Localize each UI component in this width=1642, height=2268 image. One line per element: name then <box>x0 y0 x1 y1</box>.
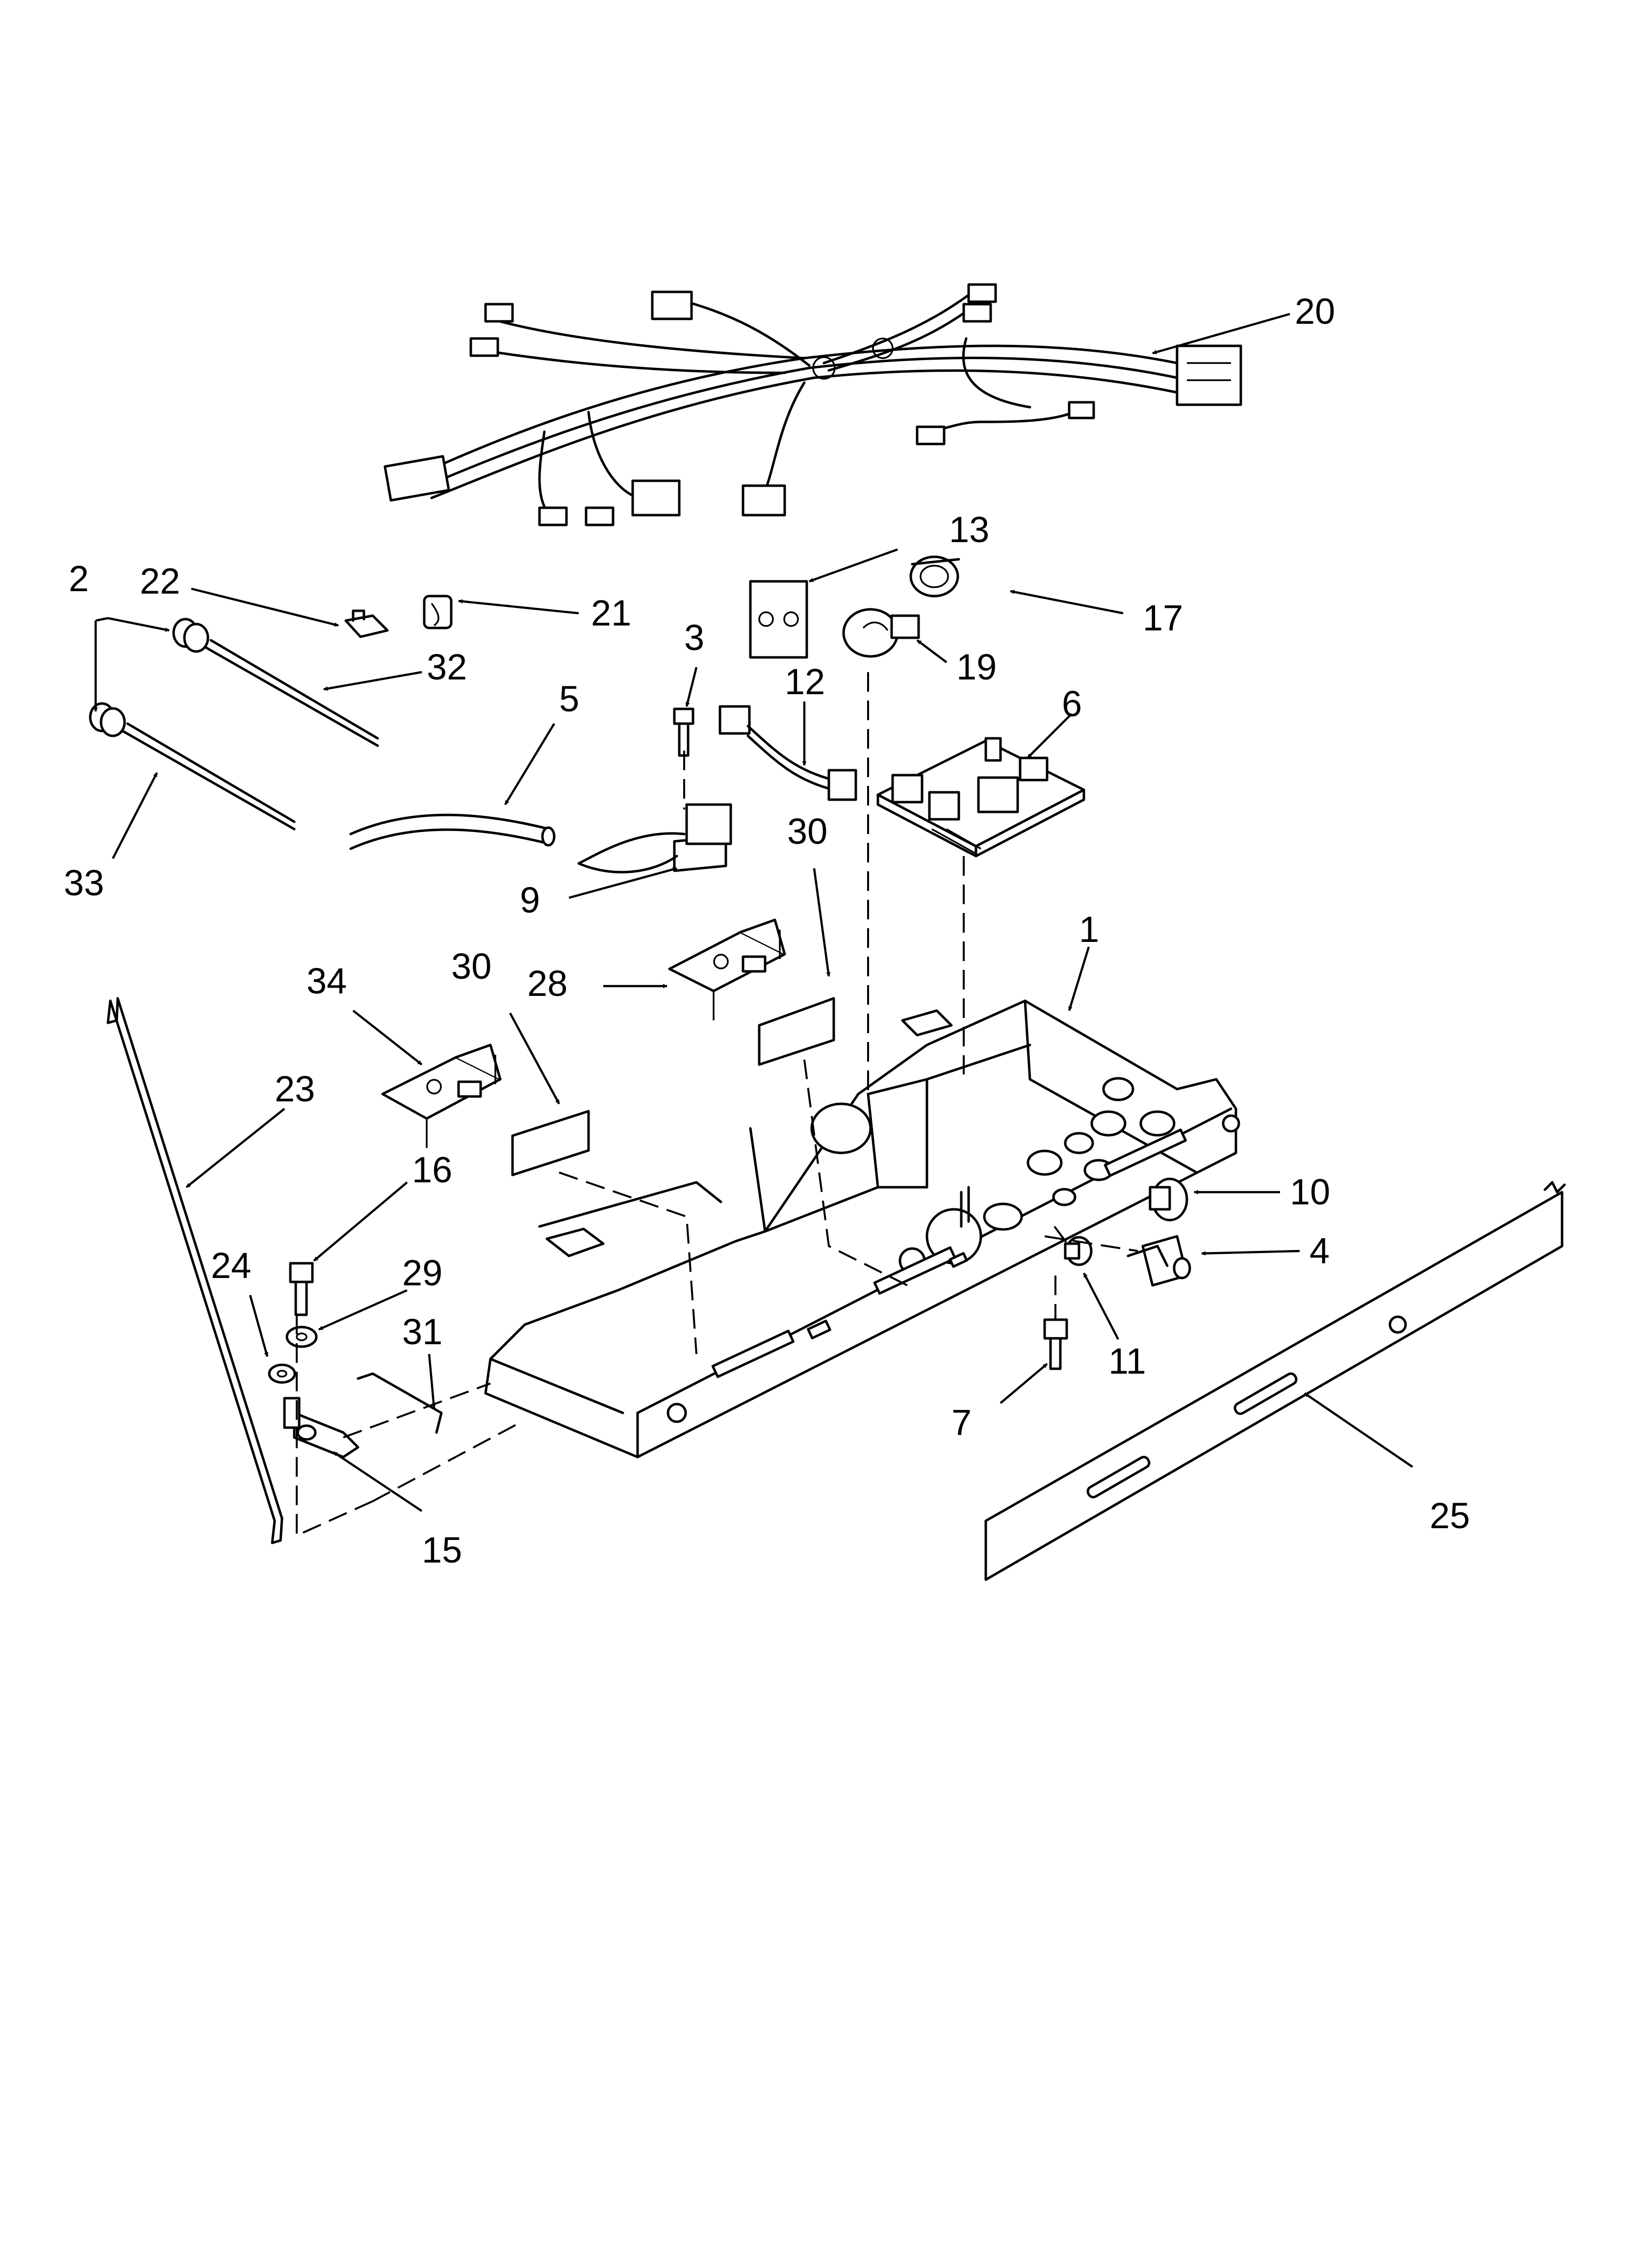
callout-labels: 20 13 2 22 21 17 3 19 32 12 6 5 30 33 9 … <box>64 291 1470 1570</box>
control-housing <box>484 999 1240 1459</box>
screw-3 <box>673 707 694 757</box>
control-board <box>876 737 1085 1074</box>
wire-lead-12 <box>718 705 857 801</box>
callout-13: 13 <box>949 509 989 550</box>
callout-25: 25 <box>1430 1495 1470 1536</box>
callout-34: 34 <box>307 961 347 1001</box>
button-11 <box>1053 1225 1093 1266</box>
rod-23 <box>106 997 283 1544</box>
callout-5: 5 <box>559 678 579 719</box>
callout-21: 21 <box>591 593 631 633</box>
callout-6: 6 <box>1062 683 1082 724</box>
callout-20: 20 <box>1295 291 1335 332</box>
callout-7: 7 <box>951 1402 972 1443</box>
label-30-left <box>511 1110 590 1176</box>
knob-10 <box>1149 1177 1188 1222</box>
callout-29: 29 <box>402 1252 442 1293</box>
leader-lines <box>93 313 1413 1512</box>
callout-11: 11 <box>1108 1341 1146 1382</box>
callout-28: 28 <box>527 963 567 1004</box>
light-bulb <box>842 608 920 658</box>
callout-19: 19 <box>956 647 997 687</box>
callout-2: 2 <box>69 558 89 599</box>
callout-9: 9 <box>520 880 540 920</box>
trim-strip <box>984 1181 1566 1581</box>
washer-29 <box>285 1326 318 1348</box>
clip-21 <box>423 595 453 629</box>
hinge-pin-15 <box>283 1382 491 1459</box>
callout-10: 10 <box>1290 1172 1330 1212</box>
light-socket <box>909 555 960 598</box>
tube-33 <box>89 702 296 831</box>
callout-3: 3 <box>684 617 704 658</box>
label-30-right <box>758 997 835 1066</box>
wire-harness <box>384 283 1242 526</box>
callout-16: 16 <box>412 1149 452 1190</box>
callout-24: 24 <box>211 1245 251 1286</box>
hose <box>349 813 556 850</box>
callout-30b: 30 <box>451 946 491 987</box>
callout-33: 33 <box>64 862 104 903</box>
switch-9 <box>577 751 732 874</box>
bracket-34 <box>381 1043 502 1148</box>
clip-22 <box>344 609 389 638</box>
assembly-lines <box>296 672 908 1538</box>
callout-22: 22 <box>140 561 180 601</box>
callout-31: 31 <box>402 1311 442 1352</box>
spring-31 <box>357 1372 443 1434</box>
callout-23: 23 <box>275 1069 315 1109</box>
callout-4: 4 <box>1309 1230 1330 1271</box>
switch-4 <box>1044 1235 1191 1287</box>
callout-32: 32 <box>427 647 467 687</box>
socket-plate <box>749 580 808 659</box>
callout-1: 1 <box>1079 909 1099 950</box>
callout-30a: 30 <box>787 811 827 852</box>
tube-32 <box>172 618 379 747</box>
callout-12: 12 <box>785 661 825 702</box>
callout-17: 17 <box>1143 598 1183 638</box>
bracket-28 <box>668 918 786 1020</box>
callout-15: 15 <box>422 1530 462 1570</box>
screw-16 <box>289 1262 314 1316</box>
screw-7 <box>1043 1276 1068 1370</box>
washer-24 <box>268 1363 296 1384</box>
